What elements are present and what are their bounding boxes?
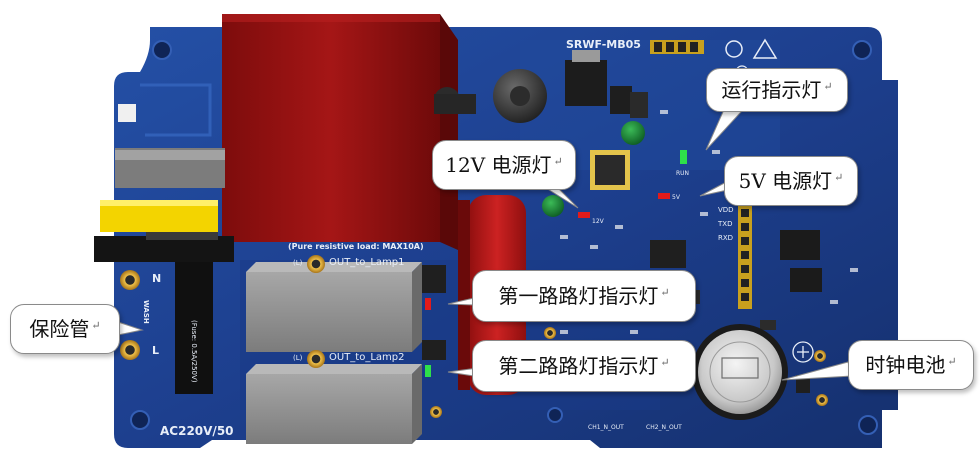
fuse-rating-label: (Fuse: 0.5A/250V) [190,320,198,383]
led-5v [658,193,670,199]
out1-sign: (L) [293,259,303,267]
callout-fuse: 保险管↵ [10,304,120,354]
led-label-12v: 12V [592,218,604,225]
return-glyph: ↵ [660,355,670,369]
callout-5v-text: 5V 电源灯 [738,169,833,193]
return-glyph: ↵ [947,354,957,368]
callout-12v-text: 12V 电源灯 [445,153,552,177]
bottom-label-ch1: CH1_N_OUT [588,424,624,431]
relay-1 [246,262,422,352]
connector-letter-wash: WASH [142,300,150,324]
led-12v [578,212,590,218]
led-lamp2 [425,365,431,377]
transformer [222,14,458,250]
fuse-holder [94,148,234,394]
return-glyph: ↵ [91,318,101,332]
callout-run-indicator: 运行指示灯↵ [706,68,848,112]
return-glyph: ↵ [834,170,844,184]
callout-lamp1-text: 第一路路灯指示灯 [498,284,659,308]
led-label-run: RUN [676,170,690,177]
callout-lamp2-indicator: 第二路路灯指示灯↵ [472,340,696,392]
callout-run-text: 运行指示灯 [721,78,822,102]
side-label-txd: TXD [718,220,733,228]
out1-label: OUT_to_Lamp1 [329,257,405,268]
callout-lamp1-indicator: 第一路路灯指示灯↵ [472,270,696,322]
side-label-vdd: VDD [718,206,734,214]
led-lamp1 [425,298,431,310]
relay-2 [246,364,422,444]
return-glyph: ↵ [823,79,833,93]
callout-fuse-text: 保险管 [29,317,90,341]
callout-lamp2-text: 第二路路灯指示灯 [498,354,659,378]
callout-clock-battery: 时钟电池↵ [848,340,974,390]
vertical-header [738,205,752,309]
return-glyph: ↵ [553,154,563,168]
led-label-5v: 5V [672,194,680,201]
connector-letter-n: N [152,272,162,285]
load-note-label: (Pure resistive load: MAX10A) [288,242,424,251]
terminal-out1 [307,255,325,273]
return-glyph: ↵ [660,285,670,299]
clock-battery [692,324,788,420]
board-model-label: SRWF-MB05 [566,38,641,51]
bottom-label-ch2: CH2_N_OUT [646,424,682,431]
mounting-holes [130,40,878,435]
terminal-out2 [307,350,325,368]
top-header [650,40,704,54]
callout-5v-power: 5V 电源灯↵ [724,156,858,206]
callout-clock-text: 时钟电池 [865,353,946,377]
side-label-rxd: RXD [718,234,734,242]
callout-12v-power: 12V 电源灯↵ [432,140,576,190]
power-input-label: AC220V/50 [160,424,234,438]
connector-letter-l: L [152,344,160,357]
out2-sign: (L) [293,354,303,362]
out2-label: OUT_to_Lamp2 [329,352,405,363]
led-run [680,150,687,164]
